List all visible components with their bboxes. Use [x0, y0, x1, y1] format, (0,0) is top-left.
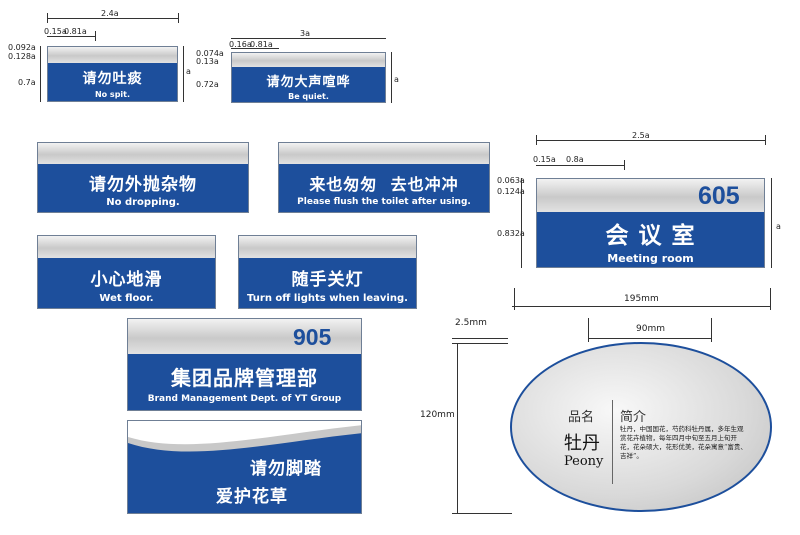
sign-text-en: Wet floor.	[99, 292, 154, 304]
sign-be-quiet: 请勿大声喧哗 Be quiet.	[231, 52, 386, 103]
sign-flush-toilet: 来也匆匆 去也冲冲 Please flush the toilet after …	[278, 142, 490, 213]
label-name-heading: 品名	[568, 410, 595, 425]
dim-label-width: 195mm	[624, 294, 659, 304]
dim-label: a	[186, 67, 191, 76]
oval-divider	[612, 400, 613, 484]
sign-text-zh: 来也匆匆 去也冲冲	[309, 175, 459, 194]
sign-text-line-1: 请勿脚踏	[250, 459, 322, 479]
plant-label-oval: 品名 简介 牡丹 Peony 牡丹，中国国花，芍药科牡丹属，多年生观赏花卉植物，…	[510, 342, 772, 512]
dim-tick	[536, 135, 537, 145]
dim-line	[536, 165, 624, 166]
dim-label: 0.832a	[497, 229, 525, 238]
dim-label: 0.8a	[566, 155, 584, 164]
dim-line	[391, 52, 392, 103]
dim-label: 0.81a	[64, 27, 87, 36]
sign-text-en: Turn off lights when leaving.	[247, 292, 408, 304]
sign-text-zh: 小心地滑	[90, 269, 163, 290]
dim-label: 0.074a	[196, 49, 224, 58]
dim-tick	[178, 13, 179, 23]
dim-line	[47, 36, 95, 37]
sign-no-spit: 请勿吐痰 No spit.	[47, 46, 178, 102]
sign-meeting-room: 605 会 议 室 Meeting room	[536, 178, 765, 268]
dim-label-width: 2.5a	[632, 131, 650, 140]
dim-line	[47, 18, 178, 19]
dim-label: 0.16a	[229, 40, 252, 49]
sign-text-en: Brand Management Dept. of YT Group	[147, 394, 342, 404]
dim-line	[231, 48, 279, 49]
sign-text-en: Be quiet.	[288, 91, 329, 101]
dim-line	[588, 338, 711, 339]
sign-text-zh: 会 议 室	[605, 223, 696, 249]
dim-label: 0.092a	[8, 43, 36, 52]
dim-tick	[95, 31, 96, 41]
dim-tick	[624, 160, 625, 170]
room-number: 905	[293, 324, 332, 350]
dim-label: 120mm	[420, 410, 455, 420]
dim-label: 0.15a	[44, 27, 67, 36]
sign-text-en: No dropping.	[106, 197, 180, 208]
sign-text-en: Please flush the toilet after using.	[297, 197, 471, 207]
sign-text-zh: 请勿外抛杂物	[89, 175, 197, 195]
sign-text-zh: 请勿大声喧哗	[266, 74, 351, 90]
dim-line	[512, 306, 770, 307]
dim-label: 2.5mm	[455, 318, 487, 328]
dim-line	[452, 513, 512, 514]
dim-label: 0.7a	[18, 78, 36, 87]
dim-label: a	[394, 75, 399, 84]
dim-label: 0.063a	[497, 176, 525, 185]
sign-protect-grass: 请勿脚踏 爱护花草	[127, 420, 362, 514]
sign-text-en: No spit.	[94, 89, 131, 99]
sign-text-line-2: 爱护花草	[216, 487, 288, 507]
plant-name-zh: 牡丹	[564, 433, 600, 454]
wave-graphic	[128, 425, 361, 513]
dim-line	[40, 46, 41, 102]
dim-line	[452, 343, 508, 344]
dim-tick	[514, 288, 515, 310]
dim-tick	[47, 13, 48, 23]
sign-text-zh: 随手关灯	[291, 269, 364, 290]
dim-line	[521, 178, 522, 268]
dim-tick	[765, 135, 766, 145]
sign-wet-floor: 小心地滑 Wet floor.	[37, 235, 216, 309]
sign-text-en: Meeting room	[607, 252, 694, 265]
dim-line	[452, 338, 508, 339]
dim-label: 0.15a	[533, 155, 556, 164]
dim-label: 0.72a	[196, 80, 219, 89]
dim-label: 90mm	[636, 324, 665, 334]
dim-label: 0.13a	[196, 57, 219, 66]
dim-line	[771, 178, 772, 268]
dim-tick	[770, 288, 771, 310]
dim-label: a	[776, 222, 781, 231]
plant-name-en: Peony	[564, 454, 604, 469]
room-number: 605	[698, 182, 740, 210]
dim-label: 0.81a	[250, 40, 273, 49]
label-intro-heading: 简介	[620, 410, 647, 425]
dim-tick	[588, 318, 589, 342]
dim-label-width: 3a	[300, 29, 310, 38]
dim-line	[231, 38, 386, 39]
sign-text-zh: 集团品牌管理部	[171, 366, 318, 390]
dim-label: 0.124a	[497, 187, 525, 196]
dim-line	[536, 140, 765, 141]
dim-label: 0.128a	[8, 52, 36, 61]
dim-line	[183, 46, 184, 102]
sign-text-zh: 请勿吐痰	[82, 70, 143, 87]
sign-brand-department: 905 集团品牌管理部 Brand Management Dept. of YT…	[127, 318, 362, 411]
sign-turn-off-lights: 随手关灯 Turn off lights when leaving.	[238, 235, 417, 309]
dim-tick	[711, 318, 712, 342]
sign-no-dropping: 请勿外抛杂物 No dropping.	[37, 142, 249, 213]
dim-line	[457, 343, 458, 513]
plant-intro-text: 牡丹，中国国花，芍药科牡丹属，多年生观赏花卉植物，每年四月中旬至五月上旬开花，花…	[620, 425, 747, 460]
dim-label-width: 2.4a	[101, 9, 119, 18]
